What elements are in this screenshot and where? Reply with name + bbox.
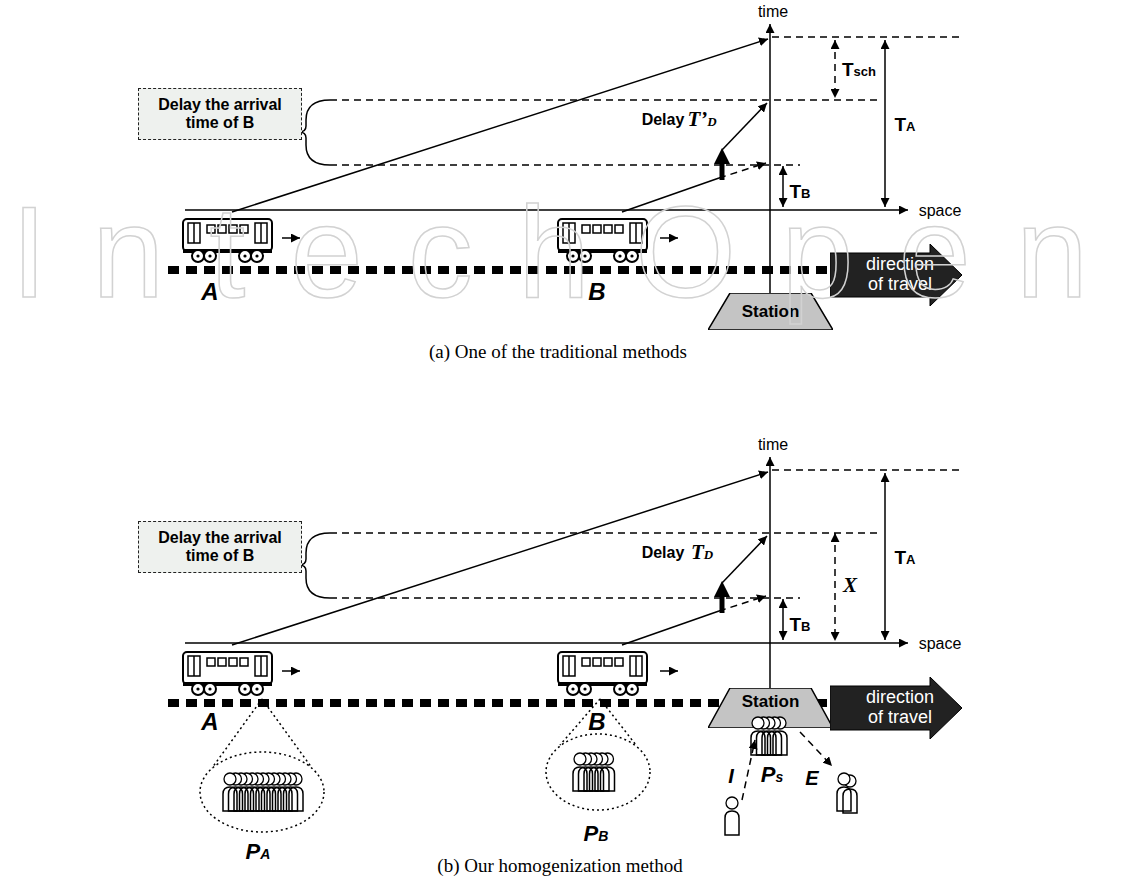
interval-arrow [782, 599, 784, 640]
train-path [622, 611, 719, 645]
axis-label: time [758, 436, 788, 454]
time-axis [769, 457, 771, 688]
time-guide [772, 469, 960, 471]
drawing-use [223, 773, 237, 811]
callout-box: Delay the arrival time of B [138, 88, 302, 140]
node-text-block: Station [742, 692, 800, 712]
passenger-label: PA [246, 839, 271, 864]
railway-track [168, 699, 938, 707]
node-text-area: Delay the arrival time of B [139, 522, 301, 572]
callout-leader [212, 699, 262, 768]
interval-arrow [884, 473, 886, 640]
delay-symbol: TD [691, 540, 713, 564]
direction-arrow: direction of travel [830, 677, 962, 739]
interval-arrow [834, 533, 836, 641]
delayed-path [722, 536, 767, 583]
entering-arrow [742, 740, 755, 800]
node-text: Delay the arrival time of B [139, 96, 301, 133]
drawing-use [573, 753, 587, 791]
delayed-path [722, 103, 767, 150]
train-arrow [282, 670, 300, 672]
axis-label: time [758, 3, 788, 21]
interval-label: TA [895, 547, 916, 569]
interval-label: TB [790, 614, 811, 636]
node-text-area: direction of travel [860, 677, 940, 739]
time-guide [772, 36, 960, 38]
flow-label: I [728, 765, 734, 788]
interval-label: TA [895, 114, 916, 136]
passenger-icon [725, 797, 739, 835]
time-guide [330, 532, 880, 534]
interval-label: Tsch [842, 59, 876, 81]
panel-caption: (a) One of the traditional methods [429, 341, 687, 363]
train-label: B [588, 708, 605, 736]
interval-arrow [834, 40, 836, 98]
node-text: Delay the arrival time of B [139, 529, 301, 566]
node-text-block: direction of travel [860, 688, 940, 728]
passenger-label: PB [584, 821, 609, 846]
train-label: A [201, 708, 218, 736]
station-shape-fill [708, 688, 833, 728]
train-arrow [660, 670, 678, 672]
callout-box: Delay the arrival time of B [138, 521, 302, 573]
watermark: IntechOpen [11, 181, 1133, 324]
panel-b-drawing [168, 470, 960, 703]
passenger-group [223, 773, 303, 811]
node-text-block: Delay the arrival time of B [139, 96, 301, 133]
delay-arrow [720, 597, 725, 613]
passenger-label: Ps [761, 762, 783, 787]
callout-circle [200, 752, 324, 832]
space-axis [185, 642, 908, 644]
train-path [232, 472, 768, 645]
panel-caption: (b) Our homogenization method [437, 855, 682, 877]
train-a [183, 652, 272, 695]
callout-leader [262, 699, 312, 768]
bracket [299, 533, 330, 598]
passenger-group [573, 753, 615, 791]
delay-label: Delay [642, 544, 685, 562]
bracket [299, 100, 330, 165]
delay-arrow [720, 164, 725, 180]
time-guide [330, 99, 880, 101]
delay-label: Delay [642, 111, 685, 129]
passenger-icon [837, 773, 851, 811]
node-text-area: Station [708, 688, 833, 728]
node-text-area: Delay the arrival time of B [139, 89, 301, 139]
exiting-arrow [800, 732, 832, 766]
axis-label: space [919, 635, 962, 653]
node-text-block: Delay the arrival time of B [139, 529, 301, 566]
node-text: Station [742, 692, 800, 712]
time-guide [330, 164, 800, 166]
delay-symbol: T’D [687, 107, 716, 131]
direction-arrow-fill [830, 677, 962, 739]
interval-label: X [843, 573, 857, 597]
node-text: direction of travel [860, 688, 940, 728]
flow-label: E [805, 767, 818, 790]
train-b [558, 652, 647, 695]
callout-circle [546, 734, 650, 810]
time-guide [330, 597, 800, 599]
station-shape: Station [708, 688, 833, 728]
